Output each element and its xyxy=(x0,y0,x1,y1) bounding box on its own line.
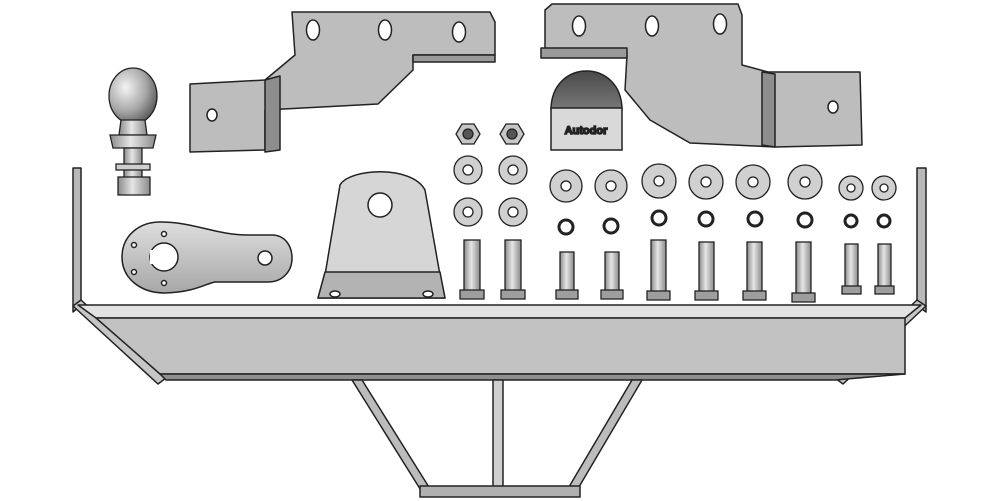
lock-washer xyxy=(746,210,764,228)
tow-ball xyxy=(108,67,158,196)
washer xyxy=(453,155,483,185)
socket-cover-cap: Autodor xyxy=(550,70,623,151)
washer xyxy=(735,164,771,200)
left-mounting-bracket xyxy=(189,11,496,153)
bolt xyxy=(874,243,895,295)
spring-lock-washers xyxy=(557,209,892,236)
bolt xyxy=(694,241,719,301)
bolt xyxy=(791,241,816,303)
washer xyxy=(549,169,583,203)
bolt xyxy=(646,239,671,301)
bolt xyxy=(555,251,579,300)
hex-bolts xyxy=(459,239,895,303)
washer xyxy=(498,197,528,227)
hex-nut xyxy=(499,123,525,145)
lock-washer xyxy=(697,210,715,228)
lock-washer xyxy=(602,217,620,235)
towing-lug-bracket xyxy=(317,171,446,299)
washer xyxy=(871,175,897,201)
washer xyxy=(787,164,823,200)
washer xyxy=(498,155,528,185)
bolt xyxy=(600,251,624,300)
hex-nuts xyxy=(455,123,525,145)
washer xyxy=(641,163,677,199)
flat-washers xyxy=(453,155,897,227)
lock-washer xyxy=(843,213,859,229)
lock-washer xyxy=(557,218,575,236)
washer xyxy=(594,169,628,203)
bolt xyxy=(500,239,526,300)
bolt xyxy=(841,243,862,295)
washer xyxy=(453,197,483,227)
right-mounting-bracket xyxy=(540,3,863,148)
washer xyxy=(838,175,864,201)
bolt xyxy=(742,241,767,301)
washer xyxy=(688,164,724,200)
towbar-frame xyxy=(72,167,927,498)
hex-nut xyxy=(455,123,481,145)
lock-washer xyxy=(796,211,814,229)
lock-washer xyxy=(876,213,892,229)
socket-mounting-plate xyxy=(121,221,293,294)
bolt xyxy=(459,239,485,300)
lock-washer xyxy=(650,209,668,227)
cover-brand-label: Autodor xyxy=(565,125,608,137)
